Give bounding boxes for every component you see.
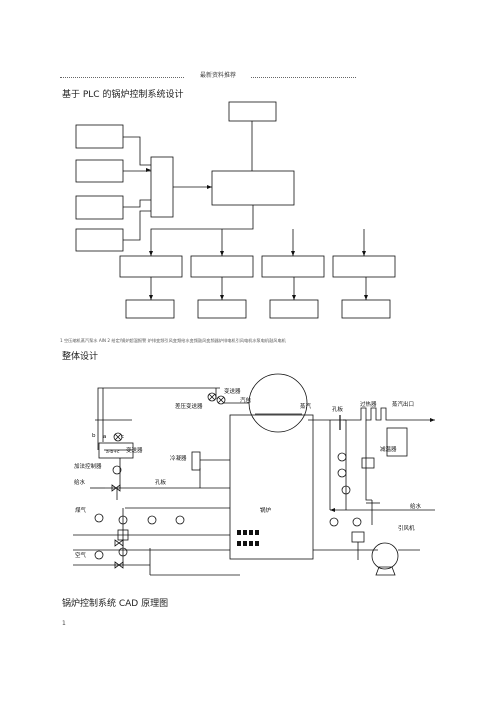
label-orifice-top: 孔板 [332, 405, 344, 413]
section-title-plc: 基于 PLC 的锅炉控制系统设计 [62, 90, 184, 100]
condenser-pot [191, 451, 201, 471]
label-boiler: 锅炉 [260, 506, 272, 514]
label-coal-gas: 煤气 [75, 506, 87, 514]
header-label: 最新资料推荐 [185, 70, 251, 79]
label-feed-water-right: 给水 [410, 502, 422, 510]
section-title-cad: 锅炉控制系统 CAD 原理图 [62, 599, 169, 609]
block-top-right [228, 101, 277, 122]
page-number: 1 [62, 620, 66, 627]
label-main-steam: 蒸汽 [300, 402, 312, 410]
block-motor-1 [125, 299, 175, 319]
label-steam-drum: 汽包 [240, 396, 252, 404]
valve-right [361, 457, 375, 469]
label-induced-fan: 引风机 [398, 524, 415, 532]
block-input-3 [75, 195, 124, 220]
section-title-overall: 整体设计 [62, 352, 99, 362]
damper-box [351, 531, 365, 543]
label-steam-outlet: 蒸汽出口 [392, 400, 414, 408]
label-transmitter-top: 变送器 [224, 387, 241, 395]
block-input-1 [75, 124, 124, 149]
label-a: a [103, 434, 106, 440]
label-transmitter-left: 变送器 [126, 446, 143, 454]
label-condenser: 冷凝器 [170, 454, 187, 462]
label-feed-water-left: 给水 [74, 478, 86, 486]
induced-fan [371, 542, 399, 570]
level-controller-box [98, 442, 134, 459]
steam-drum [248, 373, 308, 433]
diagram-caption: 1 空压缩机蒸汽泵水 AIN 2 给定/锅炉超温报警 炉排变频引风变频给水变频鼓… [60, 338, 286, 343]
attemperator-box [386, 427, 408, 457]
label-diff-transmitter: 差压变送器 [175, 402, 203, 410]
label-sum-formula: a-b+c [106, 449, 120, 455]
label-b: b [92, 433, 96, 439]
boiler-body [229, 414, 314, 560]
label-attemperator: 减温器 [380, 445, 397, 453]
label-orifice-mid: 孔板 [155, 478, 167, 486]
label-superheater: 过热器 [360, 400, 377, 408]
label-air: 空气 [75, 551, 87, 559]
label-c: c [121, 434, 124, 440]
label-add-controller: 加法控制器 [74, 462, 102, 470]
